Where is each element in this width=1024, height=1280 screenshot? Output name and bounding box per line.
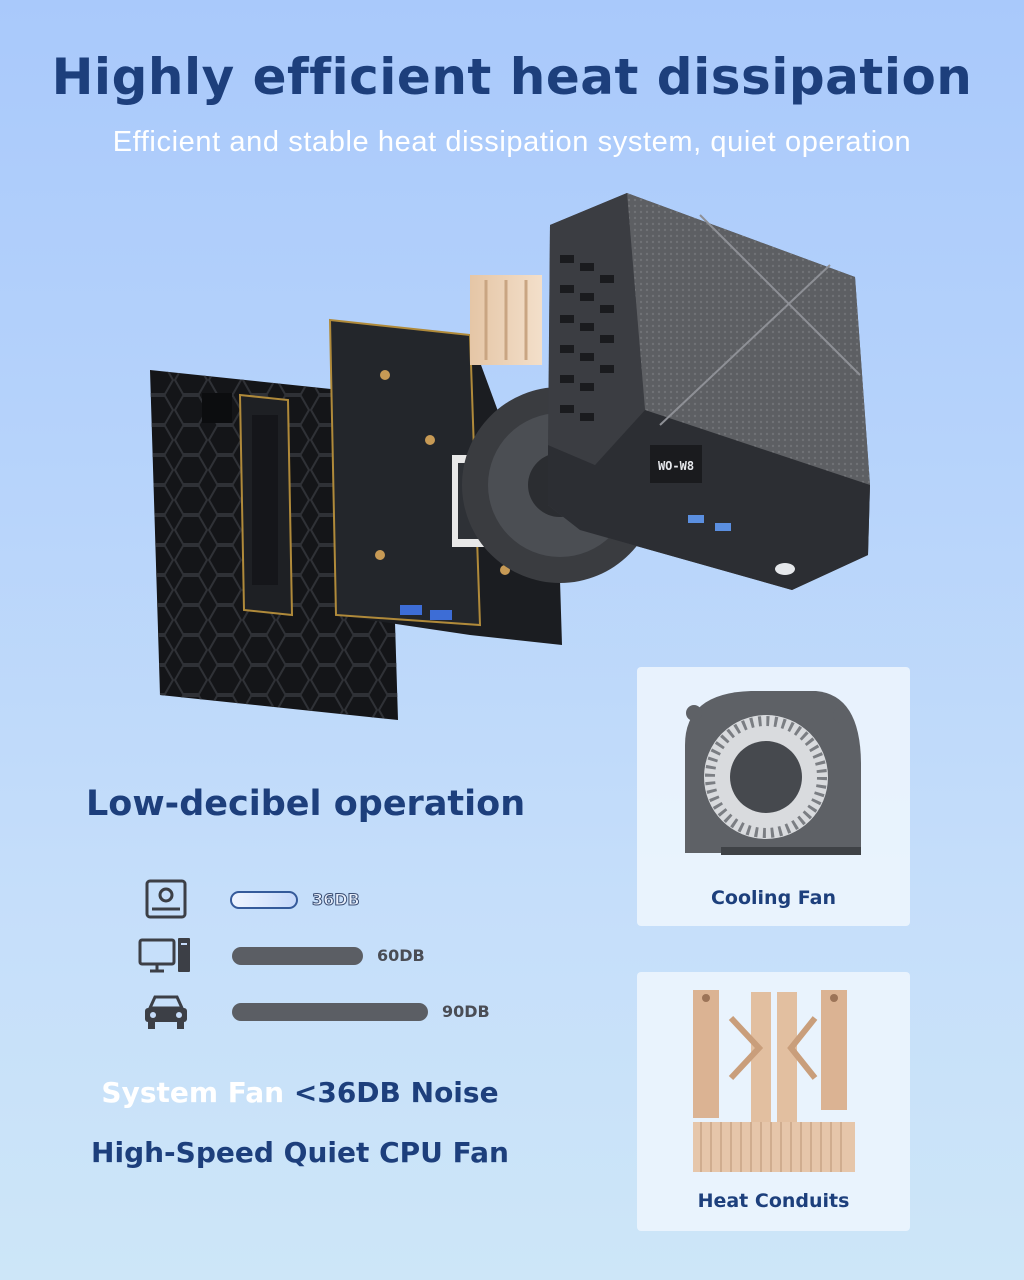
page-title: Highly efficient heat dissipation [51, 48, 973, 106]
heat-conduits-label: Heat Conduits [697, 1190, 850, 1212]
ssd-module [238, 393, 294, 617]
system-fan-text: System Fan [101, 1076, 294, 1109]
noise-row-desktop: 60DB [138, 934, 538, 978]
device-badge: WO-W8 [658, 459, 694, 473]
noise-label-90db: 90DB [442, 1002, 490, 1021]
car-icon [145, 995, 187, 1029]
page-subtitle: Efficient and stable heat dissipation sy… [112, 126, 912, 158]
noise-bar-90db [232, 1003, 428, 1021]
heat-conduits-card: Heat Conduits [637, 972, 910, 1231]
cpu-fan-line: High-Speed Quiet CPU Fan [91, 1136, 509, 1169]
top-chassis [548, 193, 870, 590]
exploded-mini-pc-illustration: WO-W8 [150, 193, 870, 720]
noise-label-36db: 36DB [312, 890, 361, 910]
noise-section-heading: Low-decibel operation [86, 784, 526, 824]
cooling-fan-label: Cooling Fan [710, 887, 837, 909]
noise-bar-60db [232, 947, 363, 965]
cooling-fan-image [685, 691, 861, 855]
cooling-fan-card: Cooling Fan [637, 667, 910, 926]
heat-conduits-image [693, 990, 855, 1172]
heat-pipe [470, 275, 542, 365]
noise-limit-text: <36DB Noise [293, 1076, 499, 1109]
noise-bar-36db [230, 891, 298, 909]
noise-row-car: 90DB [138, 990, 538, 1034]
system-fan-noise-line: System Fan <36DB Noise [0, 1076, 600, 1109]
desktop-computer-icon [138, 938, 190, 973]
noise-row-mini-pc: 36DB [138, 878, 538, 922]
noise-label-60db: 60DB [377, 946, 425, 965]
mini-pc-icon [145, 879, 187, 919]
